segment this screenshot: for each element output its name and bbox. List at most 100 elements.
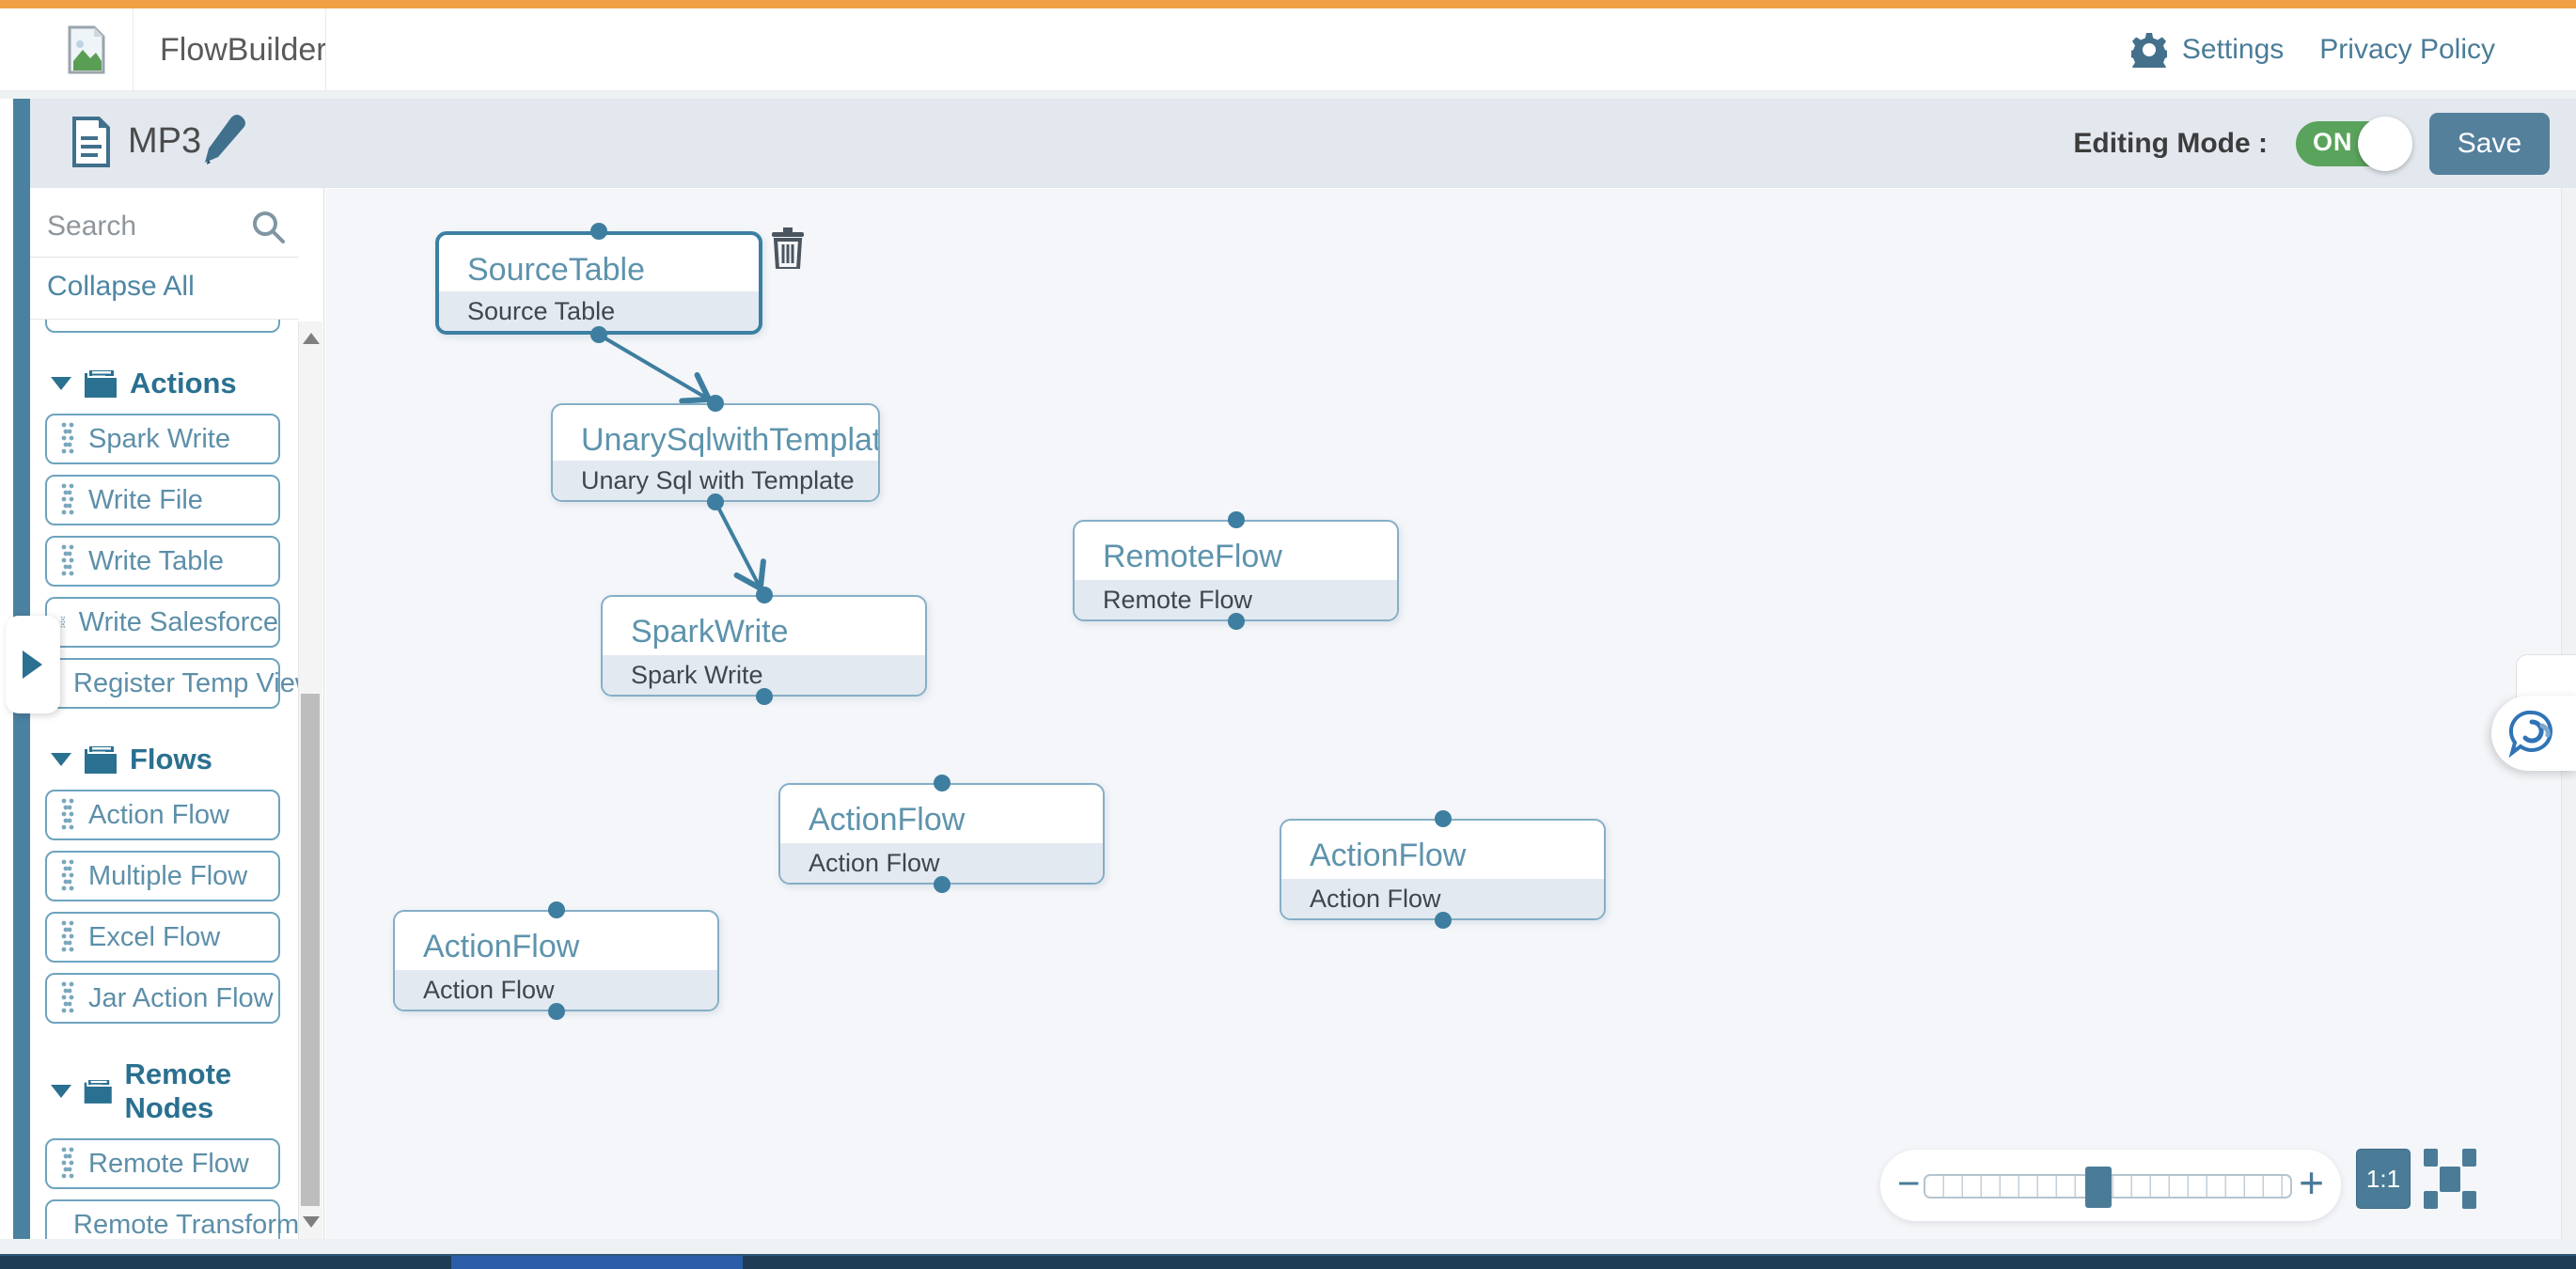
flow-name-title: MP3 xyxy=(128,121,202,161)
search-icon[interactable] xyxy=(250,209,286,244)
settings-link[interactable]: Settings xyxy=(2130,32,2284,68)
section-label: Flows xyxy=(130,743,212,776)
sidebar-collapse-handle[interactable] xyxy=(6,616,60,713)
flow-canvas[interactable]: SourceTable Source Table UnarySqlwithTem… xyxy=(325,188,2561,1239)
header-links: Settings Privacy Policy xyxy=(2130,8,2495,91)
drag-handle-icon xyxy=(61,1147,74,1179)
document-icon xyxy=(71,116,111,168)
edit-name-pencil-icon[interactable] xyxy=(199,112,246,168)
top-accent-bar xyxy=(0,0,2576,8)
section-label: Remote Nodes xyxy=(124,1058,232,1124)
palette-item-write-table[interactable]: Write Table xyxy=(45,536,280,587)
node-6-bottom-port[interactable] xyxy=(547,1003,565,1020)
palette-item-label: Write File xyxy=(88,484,203,515)
clipped-palette-item[interactable] xyxy=(45,320,280,333)
flow-node-sourcetable[interactable]: SourceTable Source Table xyxy=(435,231,762,335)
header-divider xyxy=(133,8,134,91)
node-4-top-port[interactable] xyxy=(933,775,950,791)
node-title: SourceTable xyxy=(467,252,646,288)
app-header: FlowBuilder Settings Privacy Policy xyxy=(0,8,2576,91)
scrollbar-thumb[interactable] xyxy=(301,694,320,1206)
save-button[interactable]: Save xyxy=(2429,112,2550,175)
search-input[interactable] xyxy=(47,205,254,248)
drag-handle-icon xyxy=(61,920,74,952)
chat-help-tab[interactable] xyxy=(2491,696,2576,771)
palette-item-label: Remote Transform xyxy=(73,1209,299,1240)
folder-icon xyxy=(85,368,117,398)
palette-item-register-temp-view[interactable]: Register Temp View xyxy=(45,658,299,709)
node-2-bottom-port[interactable] xyxy=(755,688,773,705)
zoom-slider-thumb[interactable] xyxy=(2085,1167,2112,1208)
flow-node-actionflow[interactable]: ActionFlow Action Flow xyxy=(1280,819,1606,920)
node-title: RemoteFlow xyxy=(1103,539,1282,574)
palette-item-label: Spark Write xyxy=(88,423,230,454)
bottom-status-bar xyxy=(0,1254,2576,1269)
expand-arrow-icon xyxy=(23,650,42,679)
actual-size-button[interactable]: 1:1 xyxy=(2356,1149,2411,1209)
palette-item-label: Remote Flow xyxy=(88,1148,249,1179)
privacy-policy-link[interactable]: Privacy Policy xyxy=(2319,34,2495,66)
palette-item-write-file[interactable]: Write File xyxy=(45,475,280,525)
delete-node-trash-icon[interactable] xyxy=(770,227,806,271)
scrollbar-down-arrow-icon[interactable] xyxy=(303,1216,320,1228)
drag-handle-icon xyxy=(61,544,74,576)
palette-item-label: Write Salesforce xyxy=(78,606,278,637)
palette-item-write-salesforce[interactable]: Write Salesforce xyxy=(45,597,280,648)
toolbar-right: Editing Mode : ON Save xyxy=(2073,99,2550,188)
node-title: UnarySqlwithTemplate xyxy=(581,422,880,458)
collapse-all-link[interactable]: Collapse All xyxy=(47,271,195,302)
palette-item-remote-flow[interactable]: Remote Flow xyxy=(45,1138,280,1189)
editing-mode-label: Editing Mode : xyxy=(2073,127,2268,159)
node-title: ActionFlow xyxy=(423,929,580,964)
palette-item-label: Register Temp View xyxy=(73,667,299,698)
palette-item-spark-write[interactable]: Spark Write xyxy=(45,414,280,464)
palette-item-label: Jar Action Flow xyxy=(88,982,274,1013)
drag-handle-icon xyxy=(61,798,74,830)
zoom-out-button[interactable]: − xyxy=(1897,1161,1921,1205)
drag-handle-icon xyxy=(61,422,74,454)
folder-icon xyxy=(85,744,117,774)
collapse-all-row: Collapse All xyxy=(30,258,299,320)
node-5-bottom-port[interactable] xyxy=(1434,912,1452,929)
palette-item-remote-transform[interactable]: Remote Transform xyxy=(45,1199,299,1239)
palette-item-multiple-flow[interactable]: Multiple Flow xyxy=(45,851,280,901)
node-4-bottom-port[interactable] xyxy=(933,876,950,893)
node-6-top-port[interactable] xyxy=(547,901,565,918)
flow-node-actionflow[interactable]: ActionFlow Action Flow xyxy=(778,783,1105,885)
node-3-bottom-port[interactable] xyxy=(1227,613,1245,630)
logo-broken-image-icon xyxy=(68,25,105,74)
node-title: ActionFlow xyxy=(809,802,966,838)
node-1-bottom-port[interactable] xyxy=(707,494,724,510)
section-header-flows[interactable]: Flows xyxy=(51,743,299,776)
node-0-bottom-port[interactable] xyxy=(590,326,607,343)
flow-edge xyxy=(597,333,714,404)
zoom-slider-track[interactable] xyxy=(1924,1167,2292,1208)
node-0-top-port[interactable] xyxy=(590,223,607,240)
drag-handle-icon xyxy=(61,859,74,891)
node-title: SparkWrite xyxy=(631,614,789,650)
sidebar-scrollbar[interactable] xyxy=(298,321,322,1239)
section-header-remote-nodes[interactable]: Remote Nodes xyxy=(51,1058,299,1125)
bottom-light-strip xyxy=(0,1239,2576,1254)
node-2-top-port[interactable] xyxy=(755,587,773,603)
node-5-top-port[interactable] xyxy=(1434,810,1452,827)
scrollbar-up-arrow-icon[interactable] xyxy=(303,333,320,344)
caret-down-icon xyxy=(51,753,71,766)
fit-to-screen-button[interactable] xyxy=(2424,1149,2476,1209)
section-header-actions[interactable]: Actions xyxy=(51,367,299,400)
flow-node-sparkwrite[interactable]: SparkWrite Spark Write xyxy=(601,595,927,697)
node-3-top-port[interactable] xyxy=(1227,511,1245,528)
flow-node-remoteflow[interactable]: RemoteFlow Remote Flow xyxy=(1073,520,1399,621)
flow-node-actionflow[interactable]: ActionFlow Action Flow xyxy=(393,910,719,1011)
palette-item-action-flow[interactable]: Action Flow xyxy=(45,790,280,840)
palette-item-excel-flow[interactable]: Excel Flow xyxy=(45,912,280,963)
flow-node-unarysqlwithtemplate[interactable]: UnarySqlwithTemplate Unary Sql with Temp… xyxy=(551,403,880,502)
palette-item-jar-action-flow[interactable]: Jar Action Flow xyxy=(45,973,280,1024)
zoom-in-button[interactable]: + xyxy=(2299,1158,2324,1207)
editing-mode-toggle[interactable]: ON xyxy=(2296,116,2412,171)
node-1-top-port[interactable] xyxy=(707,395,724,412)
drag-handle-icon xyxy=(61,483,74,515)
app-title: FlowBuilder xyxy=(160,32,327,68)
